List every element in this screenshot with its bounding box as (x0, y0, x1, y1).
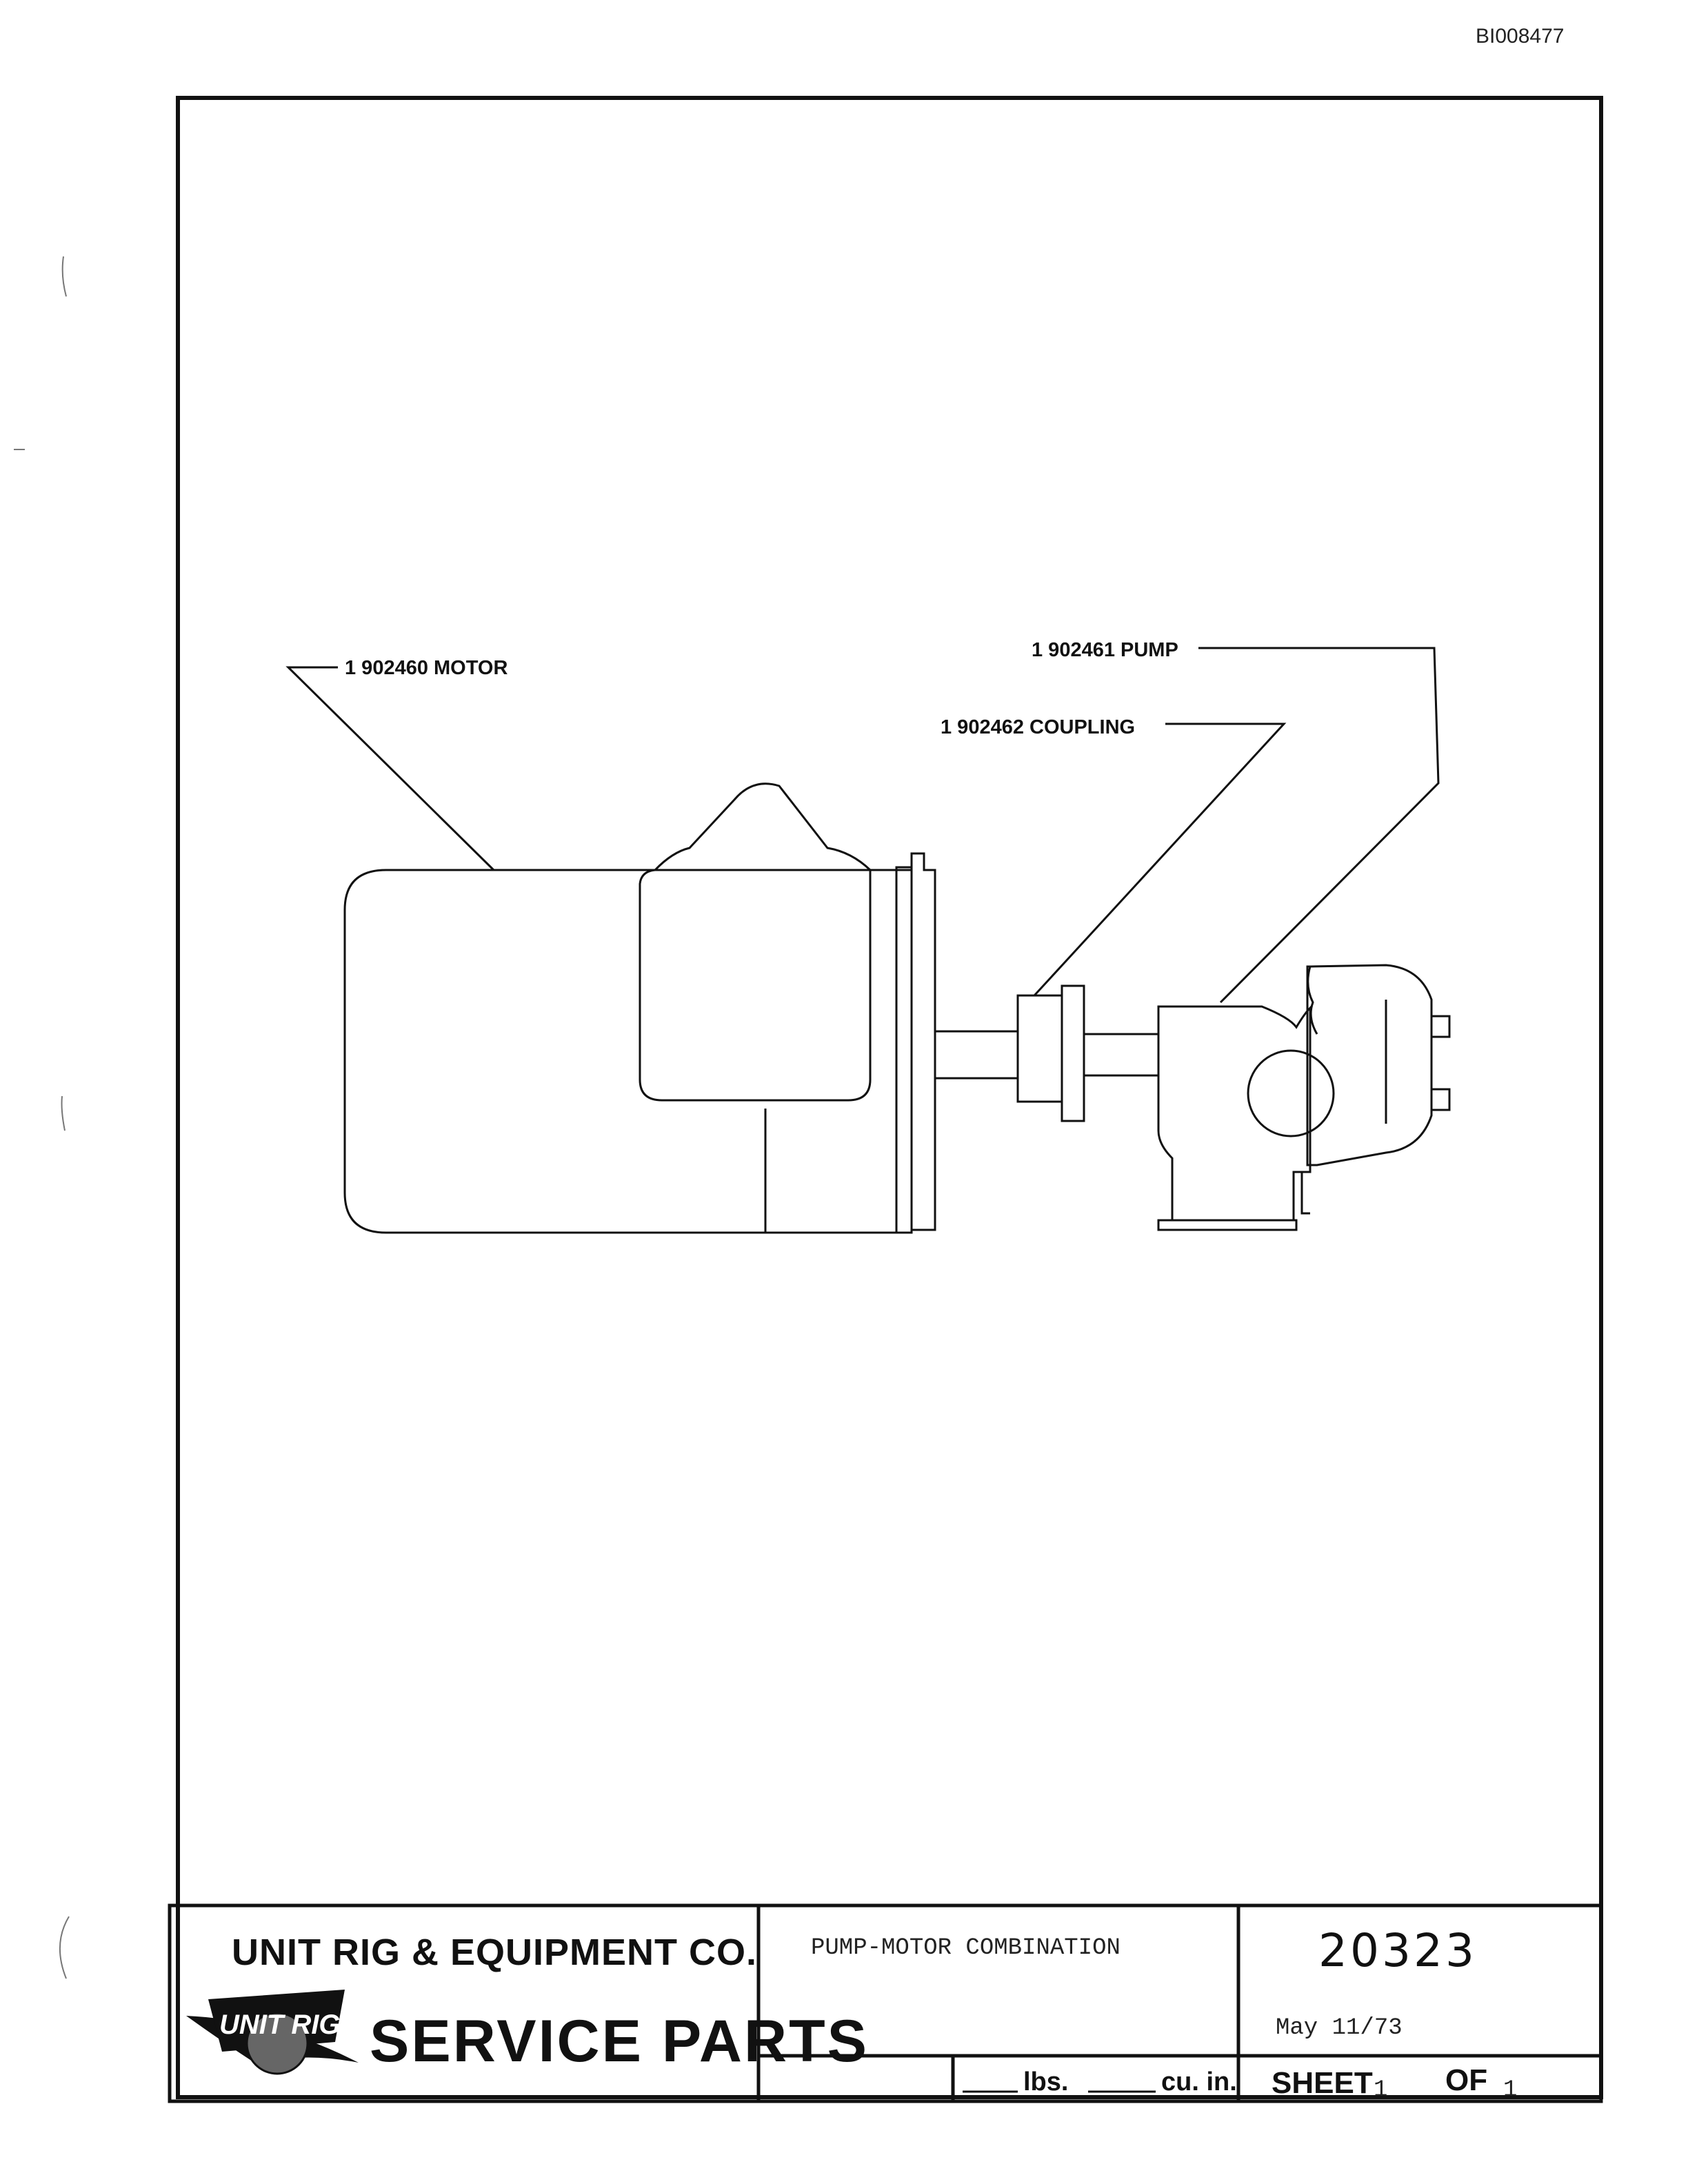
motor-leader (285, 666, 495, 871)
motor-junction-box (639, 782, 872, 1102)
sheet-border (176, 96, 1603, 2099)
title-block (168, 1903, 1603, 2103)
pump-base-foot (1157, 1219, 1298, 1231)
coupling-leader (1033, 722, 1287, 997)
service-parts-label: SERVICE PARTS (370, 2008, 869, 2074)
company-name: UNIT RIG & EQUIPMENT CO. (232, 1932, 757, 1973)
motor-end-flange (895, 866, 913, 1234)
pump-body (1306, 964, 1433, 1166)
pump-outlet-flange (1300, 1172, 1310, 1215)
pump-assembly (1157, 964, 1451, 1231)
pump-bracket (1157, 1005, 1312, 1222)
callout-pump: 1 902461 PUMP (1032, 639, 1178, 661)
coupling-flange (1061, 984, 1085, 1122)
callout-motor: 1 902460 MOTOR (345, 657, 508, 679)
logo-globe (245, 2012, 309, 2075)
unit-rig-logo: UNIT RIG (186, 1990, 359, 2075)
motor-body (343, 869, 898, 1234)
title-block-frame (168, 1903, 1603, 2103)
sheet-number: 1 (1374, 2077, 1387, 2103)
callout-coupling: 1 902462 COUPLING (941, 716, 1135, 738)
scan-margin-marks (14, 256, 70, 1979)
drawing-date: May 11/73 (1276, 2015, 1403, 2041)
document-id: BI008477 (1476, 25, 1565, 48)
drawing-title: PUMP-MOTOR COMBINATION (811, 1935, 1121, 1961)
pump-bolt-bottom (1430, 1088, 1451, 1111)
of-label: OF (1445, 2063, 1487, 2097)
pump-leader (1198, 647, 1440, 1004)
volume-unit: cu. in. (1161, 2067, 1237, 2096)
logo-text: UNIT RIG (219, 2010, 341, 2040)
shaft-coupling-assembly (935, 984, 1158, 1122)
pump-inner-contour (1307, 966, 1318, 1035)
leader-lines (285, 647, 1440, 1004)
sheet-total: 1 (1503, 2077, 1517, 2103)
pump-bolt-top (1430, 1015, 1451, 1038)
pump-rotor-housing (1247, 1049, 1335, 1138)
sheet-label: SHEET (1272, 2066, 1373, 2100)
motor-end-cap (910, 852, 936, 1231)
coupling-hub (1016, 994, 1063, 1103)
motor-assembly (343, 782, 936, 1234)
weight-unit: lbs. (1023, 2067, 1068, 2096)
drawing-number: 20323 (1318, 1924, 1477, 1977)
